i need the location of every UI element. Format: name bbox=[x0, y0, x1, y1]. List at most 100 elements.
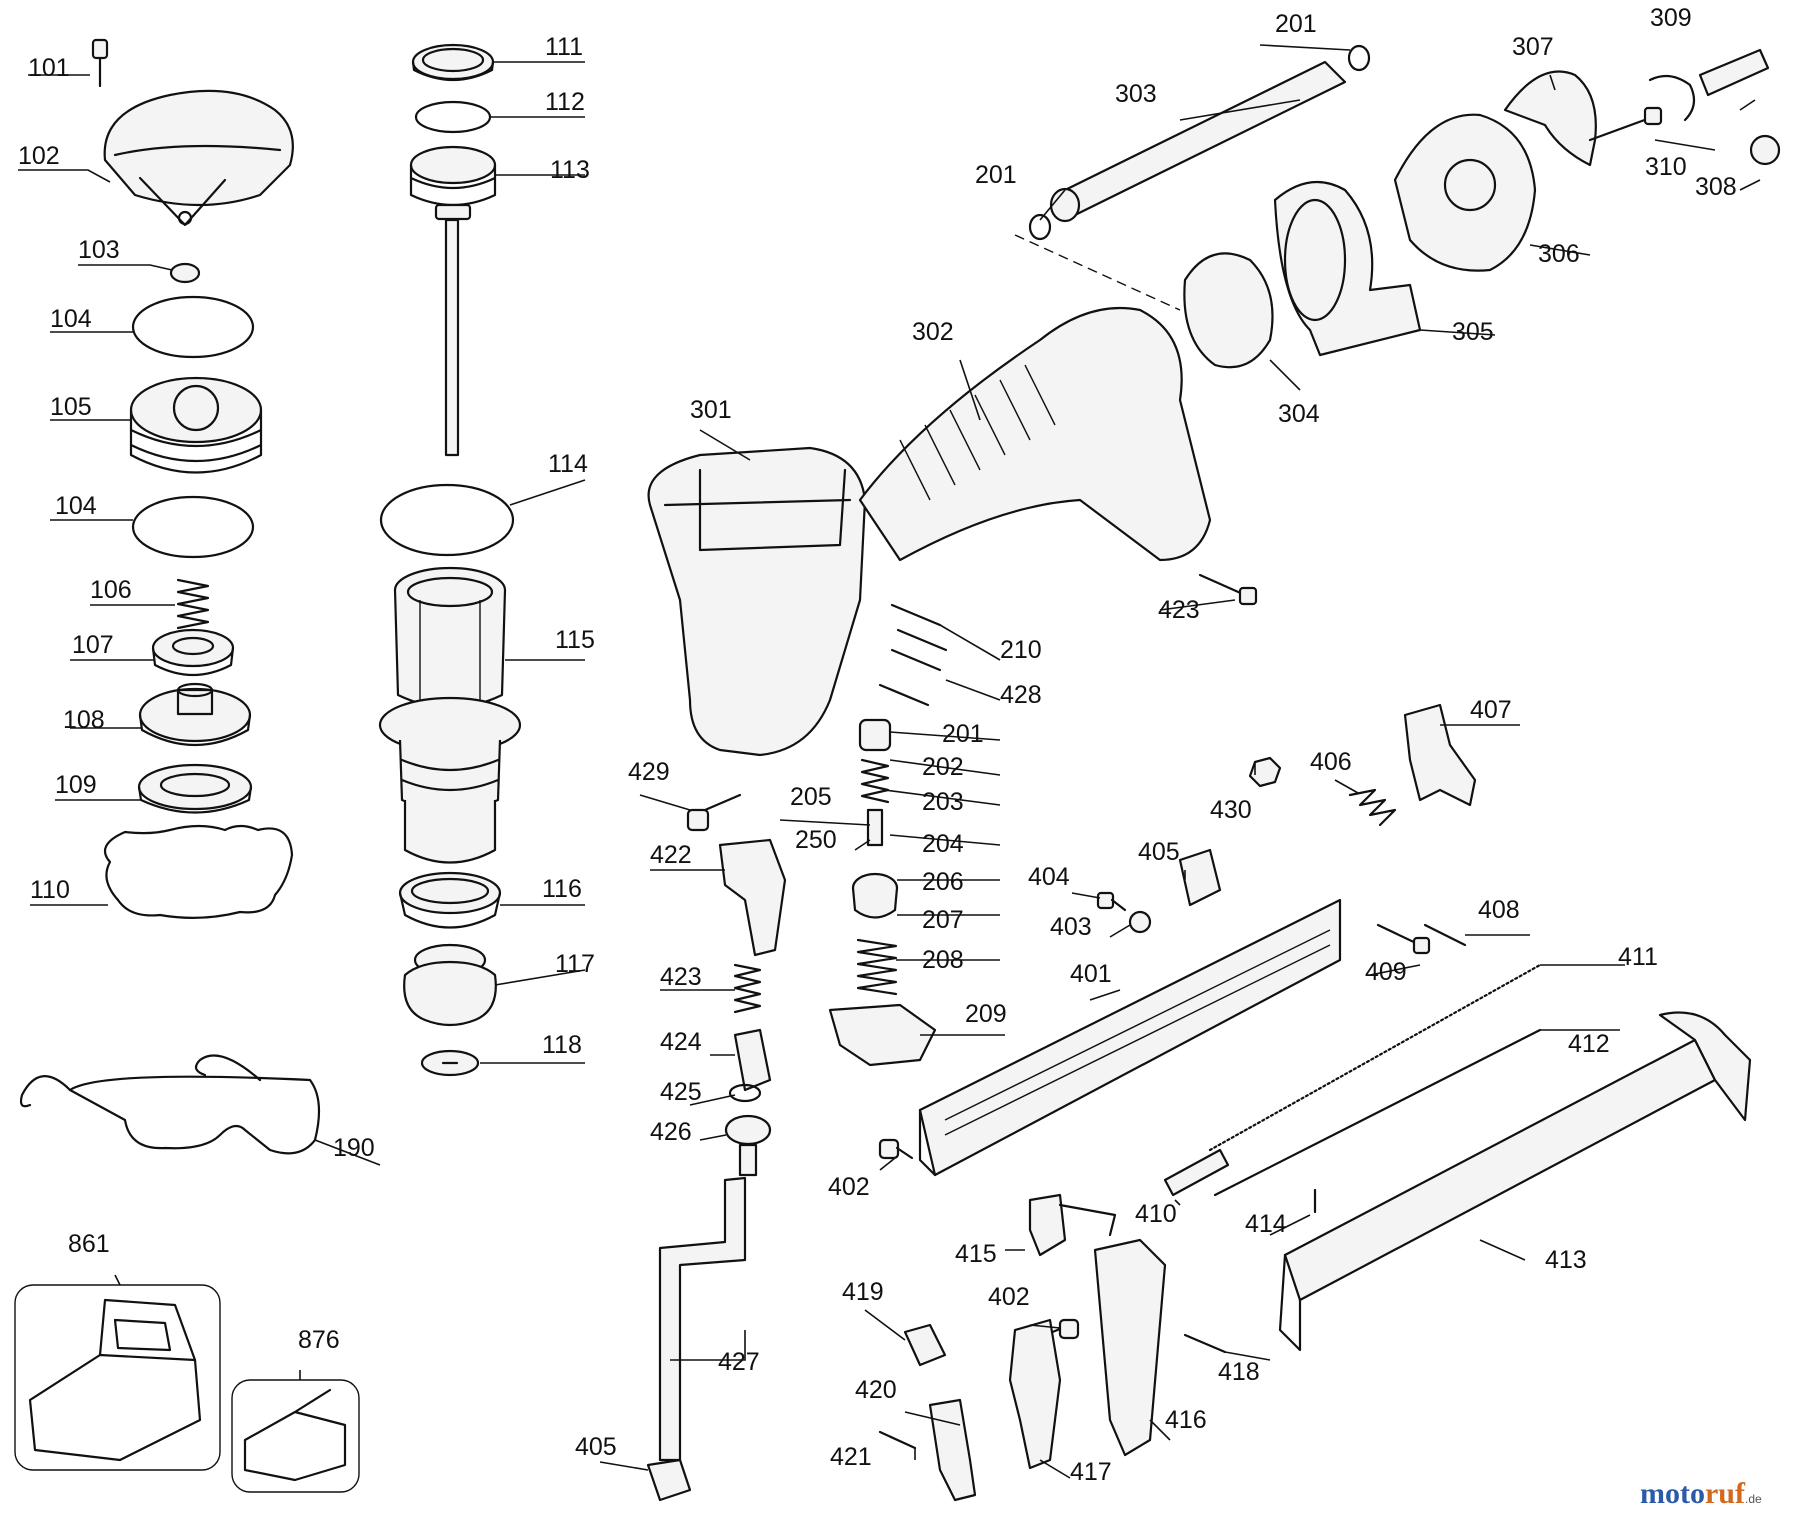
callout-421: 421 bbox=[830, 1443, 872, 1471]
callout-304: 304 bbox=[1278, 400, 1320, 428]
callout-426: 426 bbox=[650, 1118, 692, 1146]
callout-201c: 201 bbox=[942, 720, 984, 748]
part-valve-seal-107 bbox=[151, 628, 235, 677]
callout-104a: 104 bbox=[50, 305, 92, 333]
part-pin-408 bbox=[1423, 923, 1467, 947]
callout-406: 406 bbox=[1310, 748, 1352, 776]
callout-404: 404 bbox=[1028, 863, 1070, 891]
callout-423a: 423 bbox=[1158, 596, 1200, 624]
callout-428: 428 bbox=[1000, 681, 1042, 709]
part-housing-301 bbox=[647, 446, 867, 757]
part-cap-308 bbox=[1749, 134, 1781, 166]
part-valve-stack-201-207 bbox=[851, 718, 899, 919]
part-screw-404 bbox=[1096, 891, 1127, 912]
callout-309: 309 bbox=[1650, 4, 1692, 32]
callout-209: 209 bbox=[965, 1000, 1007, 1028]
part-plate-304 bbox=[1183, 252, 1274, 369]
part-handle-302 bbox=[858, 306, 1212, 562]
watermark-logo: motoruf.de bbox=[1640, 1477, 1762, 1510]
callout-419: 419 bbox=[842, 1278, 884, 1306]
part-nose-417 bbox=[1008, 1318, 1062, 1470]
part-pin-421 bbox=[878, 1430, 917, 1450]
part-magazine-rail-413 bbox=[1278, 1011, 1752, 1352]
part-screw-101 bbox=[91, 38, 109, 88]
callout-430: 430 bbox=[1210, 796, 1252, 824]
part-washer-403 bbox=[1128, 910, 1152, 934]
part-gasket-110 bbox=[103, 824, 294, 919]
callout-427: 427 bbox=[718, 1348, 760, 1376]
callout-labels: 101 102 103 104 105 104 106 107 108 109 … bbox=[18, 4, 1737, 1486]
callout-425: 425 bbox=[660, 1078, 702, 1106]
callout-208: 208 bbox=[922, 946, 964, 974]
part-pin-418 bbox=[1183, 1333, 1227, 1354]
callout-210: 210 bbox=[1000, 636, 1042, 664]
callout-415: 415 bbox=[955, 1240, 997, 1268]
part-exhaust-cover-306 bbox=[1393, 113, 1537, 272]
callout-402a: 402 bbox=[828, 1173, 870, 1201]
part-link-427 bbox=[658, 1176, 747, 1462]
svg-text:motoruf.de: motoruf.de bbox=[1640, 1477, 1762, 1510]
callout-401: 401 bbox=[1070, 960, 1112, 988]
part-clip-425 bbox=[728, 1083, 762, 1103]
part-cylinder-cap-102 bbox=[103, 89, 294, 227]
part-driver-blade bbox=[444, 218, 460, 457]
callout-407: 407 bbox=[1470, 696, 1512, 724]
part-box-876 bbox=[231, 1379, 360, 1493]
callout-414: 414 bbox=[1245, 1210, 1287, 1238]
part-o-ring-201a bbox=[1347, 44, 1371, 72]
part-nut-430 bbox=[1248, 756, 1282, 788]
part-cylinder-115 bbox=[378, 566, 522, 864]
callout-402b: 402 bbox=[988, 1283, 1030, 1311]
callout-424: 424 bbox=[660, 1028, 702, 1056]
callout-416: 416 bbox=[1165, 1406, 1207, 1434]
callout-201a: 201 bbox=[1275, 10, 1317, 38]
callout-207: 207 bbox=[922, 906, 964, 934]
part-trigger-valve-209 bbox=[828, 1003, 937, 1067]
callout-412: 412 bbox=[1568, 1030, 1610, 1058]
part-bracket-424 bbox=[733, 1028, 772, 1092]
part-screw-409 bbox=[1376, 923, 1431, 955]
callout-410: 410 bbox=[1135, 1200, 1177, 1228]
callout-413: 413 bbox=[1545, 1246, 1587, 1274]
part-magazine-401 bbox=[918, 898, 1342, 1177]
callout-190: 190 bbox=[333, 1134, 375, 1162]
callout-108: 108 bbox=[63, 706, 105, 734]
part-spring-423b bbox=[733, 963, 762, 1014]
watermark-suffix: .de bbox=[1745, 1492, 1762, 1506]
part-deflector-307 bbox=[1503, 70, 1597, 167]
part-spring-411 bbox=[1208, 963, 1542, 1152]
callout-405a: 405 bbox=[575, 1433, 617, 1461]
part-pad-419 bbox=[903, 1323, 947, 1367]
callout-308: 308 bbox=[1695, 173, 1737, 201]
part-pusher-410 bbox=[1163, 1148, 1230, 1197]
callout-115: 115 bbox=[555, 626, 595, 654]
callout-205: 205 bbox=[790, 783, 832, 811]
callout-118: 118 bbox=[542, 1031, 582, 1059]
callout-206: 206 bbox=[922, 868, 964, 896]
callout-117: 117 bbox=[555, 950, 595, 978]
callout-411: 411 bbox=[1618, 943, 1658, 971]
callout-302: 302 bbox=[912, 318, 954, 346]
callout-204: 204 bbox=[922, 830, 964, 858]
callout-409: 409 bbox=[1365, 958, 1407, 986]
part-bumper-116 bbox=[398, 871, 502, 929]
part-tube-303 bbox=[1049, 60, 1347, 223]
callout-876: 876 bbox=[298, 1326, 340, 1354]
part-screw-423a bbox=[1198, 573, 1258, 606]
callout-201b: 201 bbox=[975, 161, 1017, 189]
callout-107: 107 bbox=[72, 631, 114, 659]
part-bumper-117 bbox=[403, 943, 497, 1027]
part-spring-208 bbox=[856, 938, 898, 996]
callout-114: 114 bbox=[548, 450, 588, 478]
part-screw-429 bbox=[686, 793, 742, 832]
callout-420: 420 bbox=[855, 1376, 897, 1404]
callout-110: 110 bbox=[30, 876, 70, 904]
leader-lines bbox=[18, 44, 1761, 1479]
part-end-cap-305 bbox=[1273, 180, 1422, 357]
part-seal-ring-109 bbox=[137, 763, 253, 814]
callout-103: 103 bbox=[78, 236, 120, 264]
part-latch-415 bbox=[1028, 1193, 1117, 1257]
callout-310: 310 bbox=[1645, 153, 1687, 181]
part-safety-glasses-190 bbox=[19, 1054, 321, 1155]
